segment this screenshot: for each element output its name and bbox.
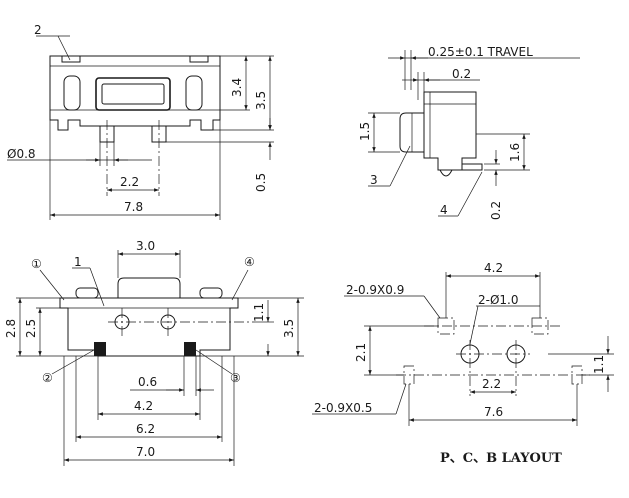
circle-4-label: ④	[244, 255, 255, 269]
pcb-hole-leader	[469, 305, 479, 345]
pcb-pad-leader	[423, 295, 441, 319]
pcb-dim-2-2-label: 2.2	[482, 377, 501, 391]
switch-body-outline	[49, 55, 221, 131]
callout-4-leader	[457, 171, 483, 217]
dim-6-2-label: 6.2	[136, 422, 155, 436]
dim-3-5-label: 3.5	[254, 91, 268, 110]
pcb-pad-label: 2-0.9X0.9	[346, 283, 404, 297]
callout-2-label: 2	[34, 23, 42, 37]
dim-2-5-label: 2.5	[24, 319, 38, 338]
dim-0-6-label: 0.6	[138, 375, 157, 389]
leader-2	[51, 349, 95, 375]
side-actuator	[399, 112, 424, 153]
dim-phi-0-8-label: Ø0.8	[7, 147, 36, 161]
callout-1-label: 1	[74, 255, 82, 269]
actuator-outer	[95, 77, 171, 111]
pcb-small-pad-leader	[395, 383, 407, 415]
dim-1-1-label: 1.1	[252, 303, 266, 322]
actuator-inner	[101, 83, 165, 105]
leader-callout-1	[89, 267, 105, 307]
dim-3-5-label: 3.5	[282, 319, 296, 338]
pcb-dim-1-1-label: 1.1	[592, 355, 606, 374]
front-body	[59, 297, 239, 357]
dim-1-6-label: 1.6	[508, 143, 522, 162]
pcb-dim-2-1-label: 2.1	[354, 343, 368, 362]
pcb-layout: 4.2 2-0.9X0.9 2-Ø1.0 2.1 1.1 2.2 2-0.9X0…	[312, 261, 614, 466]
side-peg	[439, 169, 453, 177]
dim-2-2-label: 2.2	[120, 175, 139, 189]
leader-1	[39, 269, 65, 301]
pcb-dim-7-6-label: 7.6	[484, 405, 503, 419]
pcb-small-pad-label: 2-0.9X0.5	[314, 401, 372, 415]
circle-3-label: ③	[230, 371, 241, 385]
leader-4	[231, 269, 249, 301]
circle-1-label: ①	[31, 257, 42, 271]
dim-4-2-label: 4.2	[134, 399, 153, 413]
terminal-2	[94, 342, 106, 356]
callout-3-label: 3	[370, 173, 378, 187]
dim-7-8-label: 7.8	[124, 200, 143, 214]
dim-0-2-top-label: 0.2	[452, 67, 471, 81]
pcb-layout-title: P、C、B LAYOUT	[440, 451, 562, 466]
notch-left	[61, 56, 81, 63]
callout-3-leader	[389, 145, 411, 187]
leader-3	[195, 349, 233, 375]
dim-3-4-label: 3.4	[230, 78, 244, 97]
front-tab-right	[199, 287, 223, 299]
dim-0-5-label: 0.5	[254, 173, 268, 192]
dim-1-5-label: 1.5	[358, 122, 372, 141]
callout-4-label: 4	[440, 203, 448, 217]
dim-3-0-label: 3.0	[136, 239, 155, 253]
front-tab-left	[75, 287, 99, 299]
slot-right	[185, 75, 203, 111]
notch-right	[189, 56, 209, 63]
terminal-3	[184, 342, 196, 356]
side-view: 0.25±0.1 TRAVEL 0.2 1.5 1.6 0.2 3 4	[358, 45, 580, 220]
front-actuator	[117, 277, 181, 298]
pcb-hole-label: 2-Ø1.0	[478, 293, 519, 307]
top-view: 2 3.4 3.5 0.5 Ø0.8 2.2 7.8	[7, 23, 274, 220]
circle-2-label: ②	[42, 371, 53, 385]
side-lead	[462, 163, 483, 171]
dim-7-0-label: 7.0	[136, 445, 155, 459]
front-view: ① 1 ④ ② ③ 3.0 2.8 2.5 1.1 3.5 0.6	[4, 239, 304, 466]
travel-label: 0.25±0.1 TRAVEL	[428, 45, 533, 59]
dim-0-2-bottom-label: 0.2	[489, 201, 503, 220]
pcb-dim-4-2-label: 4.2	[484, 261, 503, 275]
dim-2-8-label: 2.8	[4, 319, 18, 338]
slot-left	[63, 75, 81, 111]
